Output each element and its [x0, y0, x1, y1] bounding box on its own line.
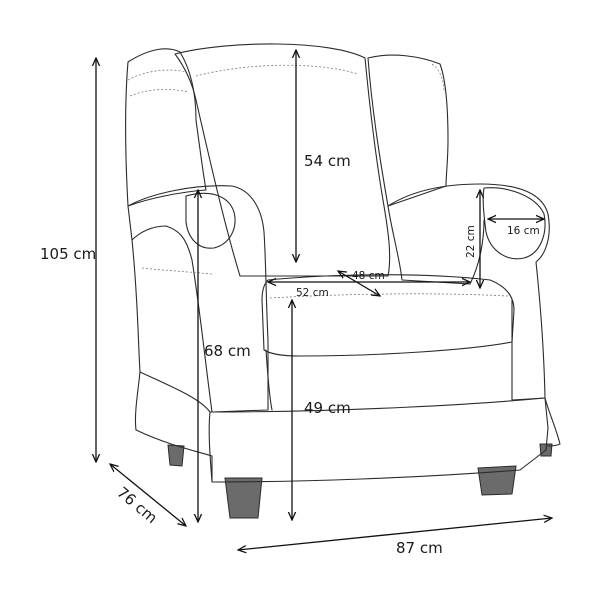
leg-back-left: [167, 444, 185, 467]
label-arm-rest-height: 22 cm: [465, 225, 477, 258]
label-arm-height: 68 cm: [204, 342, 251, 360]
dim-line-depth: [110, 464, 186, 526]
arm-left-scroll: [185, 192, 236, 249]
leg-front-left: [224, 477, 263, 519]
arm-right: [387, 183, 550, 401]
wing-left-roll: [127, 69, 189, 97]
label-depth: 76 cm: [113, 483, 160, 527]
label-arm-width: 16 cm: [507, 225, 540, 237]
label-overall-height: 105 cm: [40, 245, 96, 263]
skirt-fold-right: [544, 397, 561, 447]
dim-line-seat-depth: [338, 271, 380, 296]
armchair-sketch: [125, 43, 561, 519]
skirt-fold-left: [208, 411, 213, 483]
dimension-labels: 105 cm 54 cm 68 cm 49 cm 48 cm 52 cm 22 …: [40, 152, 540, 557]
label-back-height: 54 cm: [304, 152, 351, 170]
wing-right: [367, 54, 449, 207]
wing-right-roll: [431, 63, 445, 93]
backrest-inner: [195, 64, 359, 77]
label-seat-depth: 48 cm: [352, 270, 385, 282]
seat-cushion: [261, 274, 515, 357]
backrest: [174, 43, 391, 277]
seat-cushion-top: [269, 293, 509, 299]
leg-front-right: [477, 465, 517, 496]
label-width: 87 cm: [396, 539, 443, 557]
skirt: [134, 371, 549, 483]
wing-left: [125, 48, 207, 207]
label-seat-height: 49 cm: [304, 399, 351, 417]
dimension-lines: [96, 50, 552, 550]
label-seat-width: 52 cm: [296, 287, 329, 299]
seat-front: [265, 349, 273, 411]
arm-right-scroll: [482, 187, 546, 260]
body-seam: [141, 267, 213, 275]
dim-line-width: [238, 518, 552, 550]
